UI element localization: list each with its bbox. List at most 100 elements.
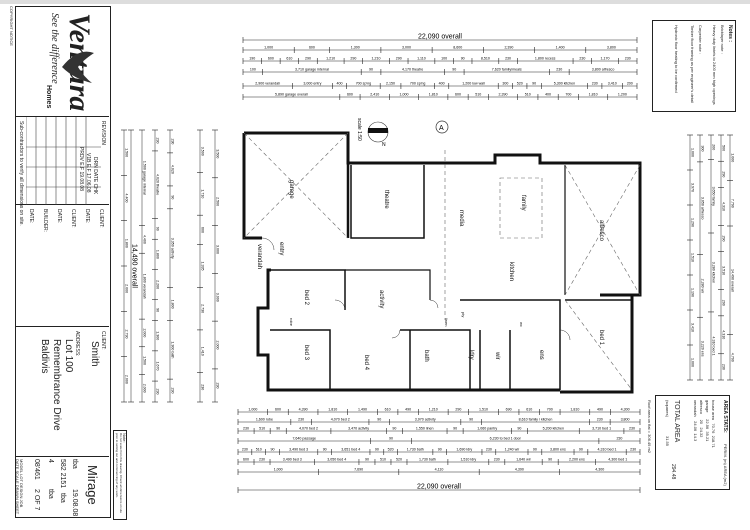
external-wall — [256, 268, 560, 392]
room-pantry: pty — [461, 312, 466, 317]
bed3-wall — [270, 329, 331, 390]
title-block: Ventura See the difference Homes REVISIO… — [15, 6, 111, 518]
dim-label: 3,000 — [216, 245, 220, 254]
dim-label: 90 — [517, 427, 521, 431]
bird-logo-icon — [62, 51, 94, 83]
north-label: N — [382, 142, 386, 148]
dim-label: 230 — [630, 448, 636, 452]
dim-label: 3,970 activity — [415, 418, 436, 422]
dim-label: 3,490 bed 3 — [289, 448, 308, 452]
dim-label: 22,090 overall — [418, 34, 462, 41]
dim-label: 690 — [506, 408, 512, 412]
dim-label: 1,190 — [691, 288, 695, 297]
dim-label: 7,790 — [731, 199, 735, 208]
dim-label: 1,810 — [589, 93, 598, 97]
dim-label: 400 — [439, 82, 445, 86]
dim-label: 90 — [579, 448, 583, 452]
hidden-lines — [243, 132, 641, 391]
dim-label: 400 — [337, 82, 343, 86]
dim-label: 2,000 — [125, 284, 129, 293]
room-bed2: bed 2 — [303, 290, 309, 306]
dim-label: 4,390 — [515, 468, 524, 472]
dim-label: 510 — [259, 427, 265, 431]
dim-label: 5,300 kitchen — [554, 82, 575, 86]
dim-label: 1,000 — [731, 153, 735, 162]
dim-label: 1,240 wir — [505, 448, 520, 452]
dim-label: 1,810 — [429, 93, 438, 97]
dim-label: 1,300 bath — [171, 341, 175, 358]
dim-label: 90 — [271, 448, 275, 452]
dim-label: 600 — [309, 46, 315, 50]
dim-label: 600 — [268, 57, 274, 61]
dim-label: 600 — [455, 93, 461, 97]
dim-label: 6,230 to bed 1 door — [490, 437, 522, 441]
dim-label: 230 — [201, 384, 205, 390]
dim-label: 90 — [532, 82, 536, 86]
dim-label: 90 — [438, 448, 442, 452]
dim-label: 3,000 entry — [303, 82, 321, 86]
dim-label: 90 — [156, 308, 160, 312]
room-family: family — [520, 195, 526, 211]
dim-label: 610 — [526, 408, 532, 412]
client-section: CLIENT: Smith ADDRESS: Lot 100 Remembran… — [16, 327, 109, 457]
dim-label: 230 — [243, 427, 249, 431]
dim-label: 290 — [305, 57, 311, 61]
dim-label: 4,310 bed 1 — [598, 448, 617, 452]
dim-label: 1,600 robe — [256, 418, 273, 422]
dim-label: 1,500 — [143, 356, 147, 365]
dim-label: 1,000 — [248, 408, 257, 412]
dim-label: 2,200 ens — [569, 458, 585, 462]
logo-section: Ventura See the difference Homes — [16, 7, 109, 117]
dim-label: 2,000 — [143, 328, 147, 337]
dim-label: 90 — [452, 68, 456, 72]
section-marker-icon — [435, 120, 449, 134]
dim-label: 1,710 — [201, 189, 205, 198]
dim-label: 1,640 wir — [516, 458, 531, 462]
dim-label: 3,050 alfresco — [701, 197, 705, 220]
dim-label: 1,510 ldry — [460, 458, 476, 462]
dim-label: 230 — [298, 418, 304, 422]
dim-label: 4,400 — [143, 235, 147, 244]
room-bed4: bed 4 — [363, 355, 369, 371]
dim-label: 1,500 — [125, 148, 129, 157]
dim-label: 100 — [441, 57, 447, 61]
bath-wall — [400, 329, 471, 390]
dim-label: 2,900 verandah — [255, 82, 280, 86]
dim-label: 90 — [389, 437, 393, 441]
dim-label: 2,000 — [216, 341, 220, 350]
section-label: A — [439, 125, 444, 132]
dim-label: 14,490 overall — [131, 244, 138, 288]
room-labels: garage theatre media family alfresco bed… — [256, 180, 604, 371]
room-media: media — [458, 210, 464, 227]
dim-label: 4,300 bed 1 — [608, 458, 627, 462]
dim-label: 2,730 — [201, 304, 205, 313]
dim-label: 1,800 verandah — [143, 274, 147, 299]
dim-label: 400 — [545, 93, 551, 97]
dim-label: 2,200 — [156, 280, 160, 289]
dim-label: 520 — [388, 448, 394, 452]
scan-border — [0, 0, 750, 4]
dim-label: 22,090 overall — [417, 484, 461, 491]
dim-label: 230 — [259, 458, 265, 462]
dim-label: 230 — [556, 68, 562, 72]
dim-label: 4,310 — [722, 330, 726, 339]
room-bed3: bed 3 — [303, 345, 309, 361]
dim-label: 3,710 garage internal — [295, 68, 329, 72]
dim-label: 1,300 — [351, 46, 360, 50]
dim-label: 90 — [171, 195, 175, 199]
dim-label: 3,800 — [607, 46, 616, 50]
dim-label: 3,800 ens — [550, 448, 566, 452]
dim-label: 500 — [722, 145, 726, 151]
dim-label: 4,020 — [171, 165, 175, 174]
dim-label: 1,670 — [156, 361, 160, 370]
dim-label: 90 — [365, 458, 369, 462]
dim-label: 2,390 — [504, 46, 513, 50]
revision-grid — [26, 117, 101, 205]
dim-label: 4,310 — [722, 202, 726, 211]
dim-label: 4,400 — [125, 194, 129, 203]
dim-label: 230 — [592, 82, 598, 86]
dim-label: 90 — [548, 458, 552, 462]
dim-label: 510 — [380, 458, 386, 462]
dim-label: 90 — [276, 427, 280, 431]
dim-label: 4,110 — [435, 468, 444, 472]
